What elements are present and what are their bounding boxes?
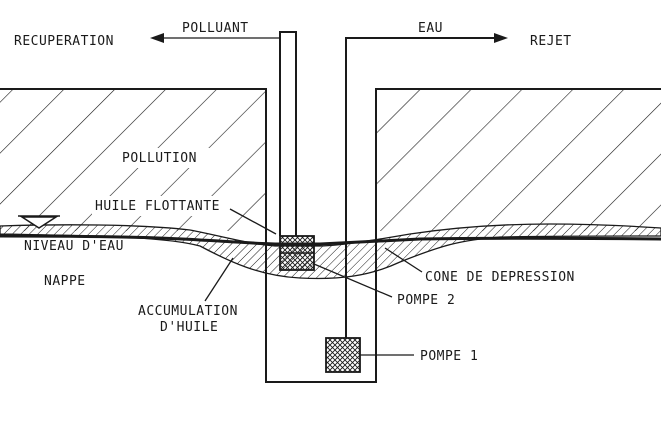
label-accumulation-2: D'HUILE <box>160 320 218 335</box>
label-cone: CONE DE DEPRESSION <box>425 270 575 285</box>
water-arrow-head-icon <box>494 33 508 43</box>
cone-leader <box>384 247 423 273</box>
pollution-label-bg <box>118 148 214 168</box>
huile-label-bg <box>92 196 242 216</box>
accumulation-leader <box>204 257 234 302</box>
label-rejet: REJET <box>530 34 572 49</box>
water-table-line <box>0 234 661 246</box>
water-pipe <box>345 37 498 338</box>
label-niveau-eau: NIVEAU D'EAU <box>24 239 124 254</box>
pompe2-leader <box>313 263 393 298</box>
label-pollution: POLLUTION <box>122 151 197 166</box>
pump-1-icon <box>325 337 361 373</box>
label-pompe1: POMPE 1 <box>420 349 478 364</box>
label-accumulation-1: ACCUMULATION <box>138 304 238 319</box>
well-casing <box>265 231 377 383</box>
pollutant-pipe <box>279 31 297 236</box>
label-polluant: POLLUANT <box>182 21 249 36</box>
pollutant-arrow-head-icon <box>150 33 164 43</box>
water-level-marker-icon <box>18 215 60 229</box>
label-recuperation: RECUPERATION <box>14 34 114 49</box>
huile-leader <box>229 208 277 235</box>
label-eau: EAU <box>418 21 443 36</box>
label-pompe2: POMPE 2 <box>397 293 455 308</box>
label-huile-flottante: HUILE FLOTTANTE <box>95 199 220 214</box>
label-nappe: NAPPE <box>44 274 86 289</box>
soil-right <box>375 88 661 231</box>
